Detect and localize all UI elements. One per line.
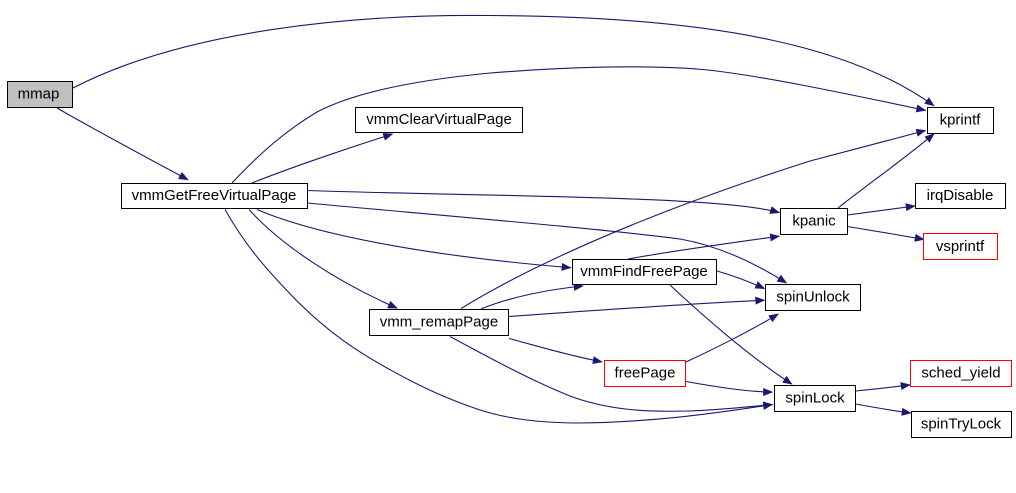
svg-text:kprintf: kprintf (940, 112, 982, 129)
svg-text:sched_yield: sched_yield (921, 365, 1000, 382)
svg-text:vmm_remapPage: vmm_remapPage (380, 314, 498, 331)
svg-text:freePage: freePage (615, 365, 676, 382)
svg-text:vmmFindFreePage: vmmFindFreePage (580, 263, 708, 280)
svg-text:vmmGetFreeVirtualPage: vmmGetFreeVirtualPage (132, 187, 297, 204)
svg-text:vsprintf: vsprintf (936, 238, 985, 255)
svg-text:spinLock: spinLock (785, 390, 845, 407)
svg-text:vmmClearVirtualPage: vmmClearVirtualPage (366, 111, 512, 128)
svg-text:spinTryLock: spinTryLock (921, 416, 1002, 433)
svg-text:irqDisable: irqDisable (927, 187, 994, 204)
svg-text:kpanic: kpanic (792, 213, 836, 230)
svg-text:spinUnlock: spinUnlock (776, 289, 850, 306)
svg-text:mmap: mmap (18, 86, 60, 103)
